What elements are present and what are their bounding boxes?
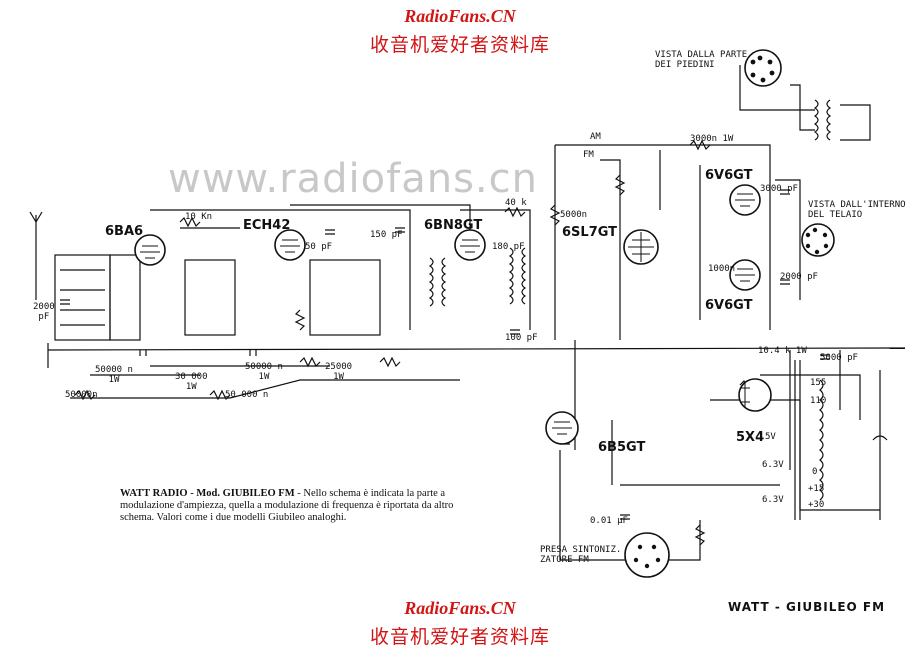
capacitor-2000-b: 2000 pF xyxy=(780,272,818,282)
caption-lead: WATT RADIO - Mod. GIUBILEO FM xyxy=(120,488,295,499)
resistor-10k-1w: 10.4 k 1W xyxy=(758,346,807,356)
footer-site-title[interactable]: RadioFans.CN xyxy=(404,598,516,618)
caption-body: - Nello schema è indicata la parte a mod… xyxy=(120,488,454,523)
resistor-30000: 30 000 1W xyxy=(175,372,208,392)
resistor-1000: 1000n xyxy=(708,264,736,274)
tube-5x4-symbol xyxy=(738,378,772,412)
tube-ech42-label: ECH42 xyxy=(243,218,291,233)
tube-6sl7gt-label: 6SL7GT xyxy=(562,225,618,240)
resistor-50000-d: 50 000 n xyxy=(225,390,269,400)
site-subtitle: 收音机爱好者资料库 xyxy=(369,34,550,56)
resistor-50000-a: 50000 n 1W xyxy=(95,365,133,385)
fm-socket-symbol xyxy=(624,532,670,578)
footer-site-subtitle: 收音机爱好者资料库 xyxy=(369,626,550,648)
tap-0: 0 xyxy=(812,467,818,477)
winding-6-3v-b: 6.3V xyxy=(762,495,784,505)
capacitor-180pf: 180 pF xyxy=(492,242,525,252)
tube-6b5gt-label: 6B5GT xyxy=(598,440,646,455)
resistor-3000: 3000n 1W xyxy=(690,134,734,144)
resistor-50000-c: 50000 n 1W xyxy=(245,362,283,382)
tap-110: 110 xyxy=(810,396,827,406)
tube-ech42-symbol xyxy=(274,229,306,261)
winding-5v: 5V xyxy=(765,432,776,442)
tube-6ba6-symbol xyxy=(134,234,166,266)
chassis-view-label: VISTA DALL'INTERNO DEL TELAIO xyxy=(808,200,906,220)
fm-label: FM xyxy=(583,150,594,160)
resistor-5000: 5000n xyxy=(560,210,588,220)
resistor-40k: 40 k xyxy=(505,198,527,208)
tube-6v6gt-a-label: 6V6GT xyxy=(705,168,753,183)
resistor-50000-b: 50000n xyxy=(65,390,98,400)
capacitor-50pf: 50 pF xyxy=(305,242,333,252)
resistor-10k: 10 Kn xyxy=(185,212,213,222)
tube-5x4-label: 5X4 xyxy=(736,430,765,445)
base-view-label: VISTA DALLA PARTE DEI PIEDINI xyxy=(655,50,748,70)
resistor-25000: 25000 1W xyxy=(325,362,353,382)
capacitor-100pf: 100 pF xyxy=(505,333,538,343)
tube-6ba6-label: 6BA6 xyxy=(105,224,144,239)
capacitor-150pf: 150 pF xyxy=(370,230,403,240)
ground-bus xyxy=(47,347,906,351)
site-title[interactable]: RadioFans.CN xyxy=(404,6,516,26)
tube-6bn8gt-label: 6BN8GT xyxy=(424,218,483,233)
tap-155: 155 xyxy=(810,378,827,388)
tap-15: +15 xyxy=(808,484,825,494)
tube-6bn8gt-symbol xyxy=(454,229,486,261)
tube-6v6gt-b-label: 6V6GT xyxy=(705,298,753,313)
schematic-title: WATT - GIUBILEO FM xyxy=(728,600,886,614)
capacitor-5000: 5000 pF xyxy=(820,353,858,363)
watermark: www.radiofans.cn xyxy=(168,156,538,202)
winding-6-3v: 6.3V xyxy=(762,460,784,470)
am-label: AM xyxy=(590,132,601,142)
capacitor-0-01uf: 0.01 µF xyxy=(590,516,628,526)
tap-30: +30 xyxy=(808,500,825,510)
capacitor-2000: 2000 pF xyxy=(33,302,55,322)
schematic-caption: WATT RADIO - Mod. GIUBILEO FM - Nello sc… xyxy=(120,488,485,524)
capacitor-3000: 3000 pF xyxy=(760,184,798,194)
fm-tuner-socket-label: PRESA SINTONIZ. ZATORE FM xyxy=(540,545,622,565)
